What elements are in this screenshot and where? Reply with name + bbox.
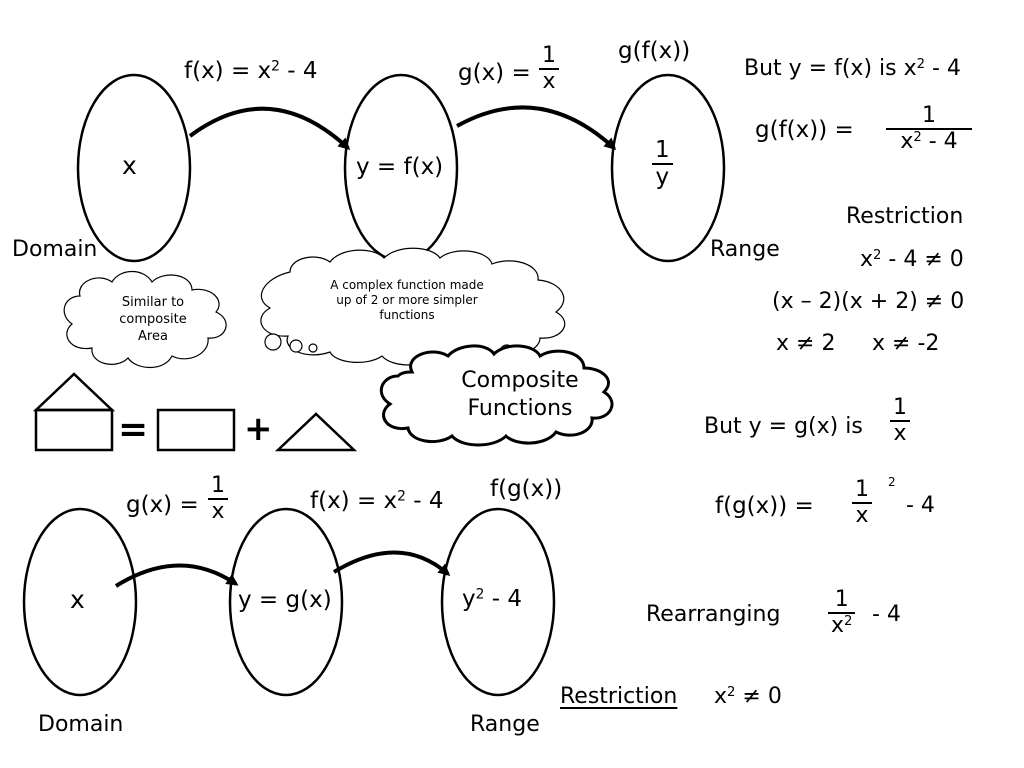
cloud-definition-text: A complex function made up of 2 or more … bbox=[300, 279, 514, 321]
bottom-arrow2-label: f(x) = x2 - 4 bbox=[310, 488, 444, 514]
fraction-numerator: 1 bbox=[834, 587, 849, 612]
cloud-similar-line: Similar to bbox=[121, 295, 185, 310]
fraction-numerator: 1 bbox=[855, 477, 869, 502]
restriction-line-2: (x – 2)(x + 2) ≠ 0 bbox=[772, 289, 965, 314]
top-arrow2-fraction: 1 x bbox=[539, 43, 559, 94]
fraction-numerator: 1 bbox=[542, 43, 556, 68]
rectangle-shape bbox=[156, 408, 236, 452]
rearranging-fraction: 1 x2 bbox=[828, 587, 856, 638]
cloud-similar-line: composite bbox=[119, 312, 187, 327]
bottom-middle-oval bbox=[228, 507, 344, 697]
bottom-restriction-expr: x2 ≠ 0 bbox=[714, 684, 782, 709]
cloud-similar-text: Similar to composite Area bbox=[100, 296, 206, 343]
bottom-domain-label: Domain bbox=[38, 712, 124, 737]
but-g-line: But y = g(x) is bbox=[704, 414, 863, 439]
cloud-composite-line: Composite bbox=[461, 368, 579, 393]
top-oval3-fraction: 1 y bbox=[652, 137, 673, 191]
bottom-restriction-label: Restriction bbox=[560, 684, 678, 709]
top-domain-oval bbox=[76, 73, 192, 263]
top-oval1-text: x bbox=[122, 151, 137, 180]
top-arrow-f bbox=[188, 106, 351, 151]
bottom-oval1-text: x bbox=[70, 585, 85, 614]
bottom-domain-oval bbox=[22, 507, 138, 697]
fraction-denominator: x bbox=[539, 68, 559, 94]
restriction-line-3a: x ≠ 2 bbox=[776, 331, 836, 356]
thought-bubble-2 bbox=[289, 339, 303, 353]
bottom-range-label: Range bbox=[470, 712, 540, 737]
gf-fraction: 1 x2 - 4 bbox=[886, 103, 972, 154]
cloud-definition-line: A complex function made bbox=[330, 278, 484, 292]
cloud-composite-line: Functions bbox=[467, 396, 573, 421]
fraction-numerator: 1 bbox=[655, 137, 670, 163]
fg-fraction: 1 x bbox=[852, 477, 872, 528]
fraction-denominator: x bbox=[852, 502, 872, 528]
cloud-similar-line: Area bbox=[138, 329, 168, 344]
bottom-range-oval bbox=[440, 507, 556, 697]
but-g-fraction: 1 x bbox=[890, 395, 910, 446]
thought-bubble-1 bbox=[264, 333, 282, 351]
fg-minus-four: - 4 bbox=[906, 493, 935, 518]
cloud-composite-text: Composite Functions bbox=[420, 370, 620, 420]
top-range-oval bbox=[610, 73, 726, 263]
house-roof bbox=[32, 372, 116, 412]
gf-label: g(f(x)) = bbox=[755, 117, 854, 143]
restriction-line-3b: x ≠ -2 bbox=[872, 331, 940, 356]
fraction-denominator: x2 - 4 bbox=[886, 128, 972, 154]
top-arrow1-label: f(x) = x2 - 4 bbox=[184, 58, 318, 84]
bottom-oval3-title: f(g(x)) bbox=[490, 476, 563, 502]
bottom-arrow-f bbox=[332, 550, 451, 576]
bottom-oval2-text: y = g(x) bbox=[238, 587, 332, 613]
fg-exponent: 2 bbox=[888, 475, 896, 489]
fraction-denominator: x bbox=[890, 420, 910, 446]
cloud-definition bbox=[260, 247, 566, 366]
fraction-denominator: x bbox=[208, 498, 228, 524]
top-domain-label: Domain bbox=[12, 237, 98, 262]
rearranging-label: Rearranging bbox=[646, 602, 781, 627]
cloud-similar bbox=[63, 270, 227, 369]
cloud-definition-line: up of 2 or more simpler bbox=[336, 293, 478, 307]
triangle-shape bbox=[274, 412, 358, 452]
but-f-line: But y = f(x) is x2 - 4 bbox=[744, 56, 961, 81]
fg-label: f(g(x)) = bbox=[715, 493, 814, 519]
top-range-label: Range bbox=[710, 237, 780, 262]
fraction-denominator: x2 bbox=[828, 612, 856, 638]
cloud-composite bbox=[379, 344, 614, 447]
fraction-numerator: 1 bbox=[893, 395, 907, 420]
top-arrow-g bbox=[456, 105, 617, 151]
equals-sign: = bbox=[118, 409, 149, 450]
restriction-title: Restriction bbox=[846, 204, 964, 229]
house-square bbox=[34, 408, 114, 452]
restriction-line-1: x2 - 4 ≠ 0 bbox=[860, 247, 964, 272]
top-oval2-text: y = f(x) bbox=[356, 154, 444, 180]
bottom-oval3-text: y2 - 4 bbox=[462, 586, 522, 612]
top-arrow2-label: g(x) = bbox=[458, 60, 531, 86]
plus-sign: + bbox=[244, 409, 273, 449]
fraction-numerator: 1 bbox=[922, 103, 936, 128]
bottom-arrow1-fraction: 1 x bbox=[208, 473, 228, 524]
bottom-arrow1-label: g(x) = bbox=[126, 492, 199, 518]
rearranging-minus-four: - 4 bbox=[872, 602, 901, 627]
bottom-arrow-g bbox=[114, 563, 239, 588]
top-oval3-title: g(f(x)) bbox=[618, 38, 691, 64]
fraction-denominator: y bbox=[652, 163, 673, 190]
thought-bubble-3 bbox=[308, 343, 318, 353]
cloud-definition-line: functions bbox=[379, 308, 435, 322]
fraction-numerator: 1 bbox=[211, 473, 225, 498]
